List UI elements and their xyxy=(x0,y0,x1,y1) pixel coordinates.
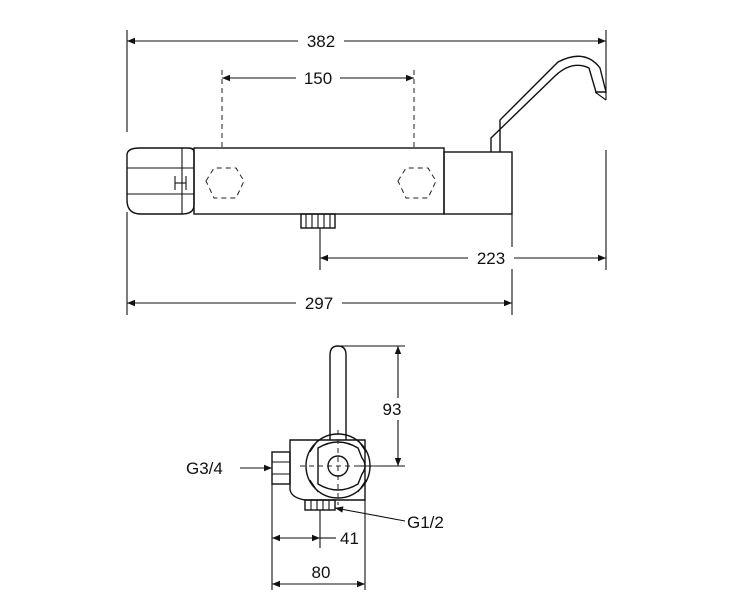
dimension-spout-height: 93 xyxy=(383,400,402,419)
label-inlet-thread: G3/4 xyxy=(186,459,223,478)
outlet-connector xyxy=(300,213,336,229)
dimension-outlet-offset: 41 xyxy=(340,529,359,548)
front-view: 382 150 223 297 xyxy=(126,30,607,315)
dimension-body-length: 297 xyxy=(305,294,333,313)
label-outlet-thread: G1/2 xyxy=(407,513,444,532)
side-body xyxy=(289,430,380,505)
spout-housing xyxy=(443,151,513,215)
side-spout-tube xyxy=(329,345,347,440)
mixer-body xyxy=(193,147,445,215)
leader-outlet-thread xyxy=(334,506,406,522)
dimension-overall-length: 382 xyxy=(307,32,335,51)
dimension-body-depth: 80 xyxy=(312,563,331,582)
dimension-spout-offset: 223 xyxy=(477,249,505,268)
dimension-inlet-spacing: 150 xyxy=(304,69,332,88)
thermostat-handle xyxy=(126,147,195,215)
outlet-fitting xyxy=(304,499,336,511)
spout-pipe xyxy=(490,55,607,152)
inlet-nut xyxy=(271,451,291,485)
side-view: 93 G3/4 G1/2 41 80 xyxy=(186,345,444,590)
